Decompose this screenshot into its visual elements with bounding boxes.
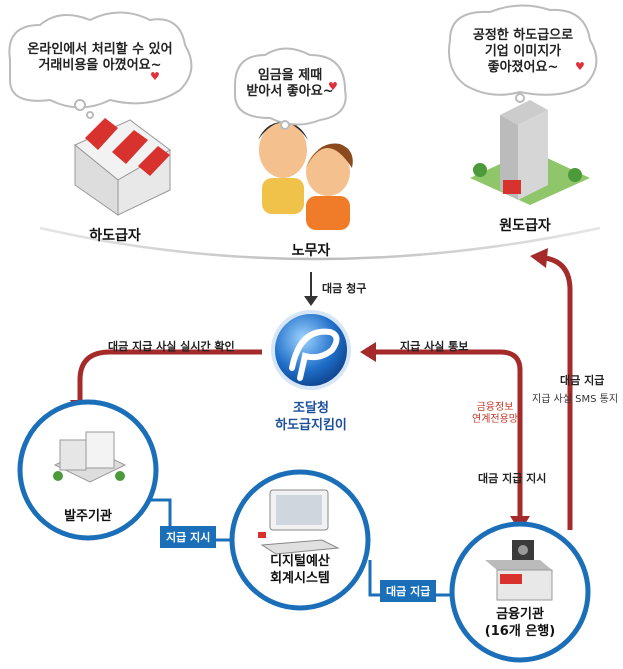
tag-pay-instruct: 지급 지시 xyxy=(160,526,217,548)
building-illustration xyxy=(470,100,590,205)
label-fin-line1: 금융정보 xyxy=(476,402,514,413)
node-digital-line2: 회계시스템 xyxy=(270,571,330,586)
bubble-text-worker: 임금을 제때 받아서 좋아요~ xyxy=(246,68,334,99)
arrow-payment-notice xyxy=(370,349,523,520)
digital-node-ring xyxy=(229,469,371,611)
workers-illustration xyxy=(258,122,353,230)
svg-text:♥: ♥ xyxy=(150,70,160,83)
bubble-text-subcontractor: 온라인에서 처리할 수 있어 거래비용을 아꼈어요~ xyxy=(27,42,173,73)
arrow-realtime-check xyxy=(77,349,262,405)
label-payment-order: 대금 지급 지시 xyxy=(478,472,547,485)
node-ordering: 발주기관 xyxy=(64,509,112,524)
bubble-subcontractor xyxy=(8,11,193,109)
bubble-worker xyxy=(234,47,347,126)
label-fin-line2: 연계전용망 xyxy=(472,414,518,425)
tag-pay: 대금 지급 xyxy=(380,580,437,602)
logo-title-line2: 하도급지킴이 xyxy=(275,418,347,433)
arrow-payment-to-prime xyxy=(544,255,573,530)
bubble-text-prime: 공정한 하도급으로 기업 이미지가 좋아졌어요~ xyxy=(472,28,574,75)
node-bank-line2: (16개 은행) xyxy=(484,624,556,639)
government-building-icon xyxy=(53,431,127,483)
label-realtime-check: 대금 지급 사실 실시간 확인 xyxy=(108,340,235,353)
computer-icon xyxy=(258,489,340,555)
svg-text:♥: ♥ xyxy=(575,60,585,73)
claim-label: 대금 청구 xyxy=(322,282,367,295)
role-prime: 원도급자 xyxy=(499,218,551,234)
factory-illustration xyxy=(74,118,171,216)
top-arc-divider xyxy=(39,226,601,261)
role-worker: 노무자 xyxy=(291,243,331,259)
logo-title-line1: 조달청 xyxy=(293,401,329,416)
bubble-prime xyxy=(448,4,598,96)
role-subcontractor: 하도급자 xyxy=(89,228,141,244)
svg-text:♥: ♥ xyxy=(328,80,338,93)
label-payment-main: 대금 지급 xyxy=(560,374,605,387)
node-digital-line1: 디지털예산 xyxy=(270,554,330,569)
label-payment-notice: 지급 사실 통보 xyxy=(400,340,469,353)
node-bank-line1: 금융기관 xyxy=(496,607,544,622)
bank-building-icon xyxy=(485,540,553,601)
label-sms-notice: 지급 사실 SMS 통지 xyxy=(532,394,619,405)
